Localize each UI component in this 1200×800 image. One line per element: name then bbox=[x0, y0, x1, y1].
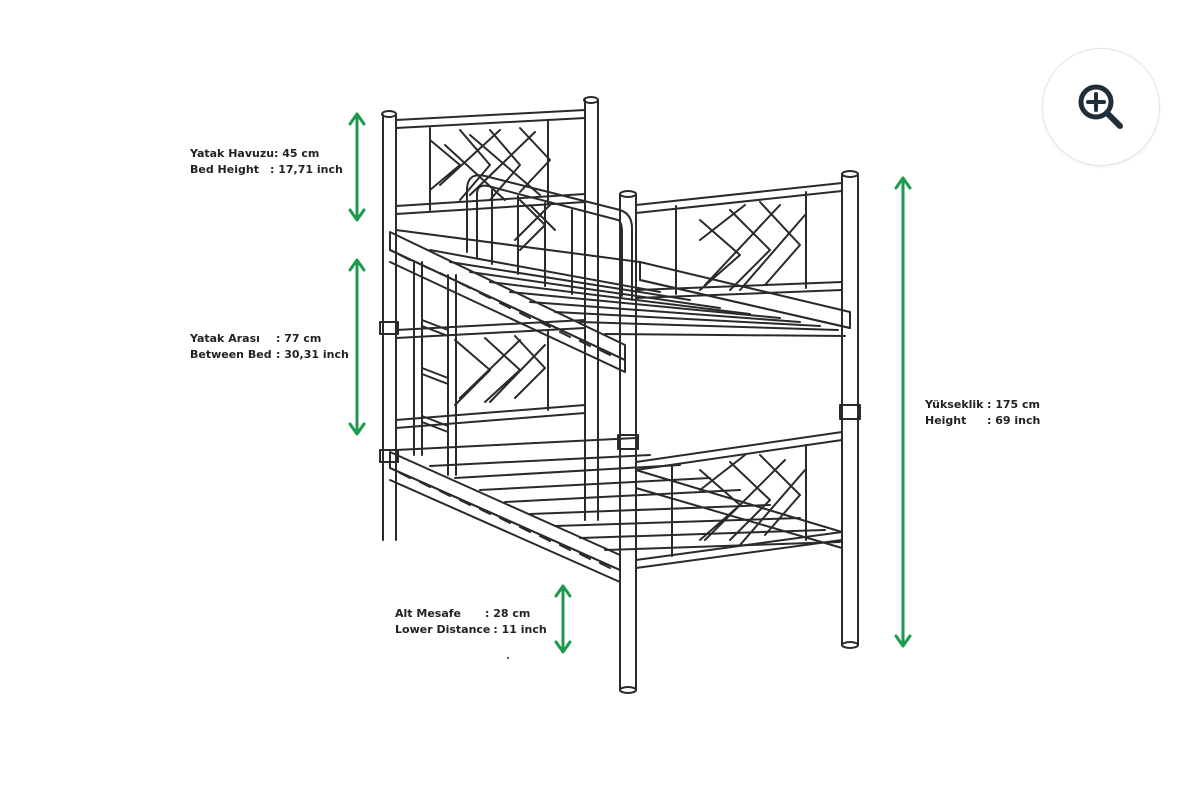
between-bed-en-key: Between Bed bbox=[190, 348, 272, 361]
bed-height-tr-key: Yatak Havuzu bbox=[190, 147, 275, 160]
between-bed-label: Yatak Arası : 77 cm Between Bed : 30,31 in… bbox=[190, 331, 349, 363]
dimension-arrows bbox=[348, 112, 912, 654]
lower-bed-frame bbox=[389, 437, 843, 583]
zoom-in-icon bbox=[1078, 84, 1123, 129]
total-height-label: Yükseklik: 175 cm Height : 69 inch bbox=[925, 397, 1040, 429]
between-bed-en-value: : 30,31 inch bbox=[276, 348, 349, 361]
bed-height-en-key: Bed Height bbox=[190, 163, 259, 176]
bed-height-tr-value: : 45 cm bbox=[274, 147, 320, 160]
zoom-in-button[interactable] bbox=[1042, 48, 1160, 166]
lower-distance-tr-value: : 28 cm bbox=[485, 607, 531, 620]
lower-distance-en-value: : 11 inch bbox=[493, 623, 547, 636]
between-bed-tr-value: : 77 cm bbox=[276, 332, 322, 345]
lower-distance-label: Alt Mesafe : 28 cm Lower Distance: 11 inc… bbox=[395, 606, 547, 638]
lower-distance-tr-key: Alt Mesafe bbox=[395, 607, 461, 620]
front-posts bbox=[379, 170, 861, 694]
total-height-en-key: Height bbox=[925, 414, 967, 427]
ladder bbox=[413, 261, 457, 476]
total-height-tr-key: Yükseklik bbox=[925, 398, 984, 411]
between-bed-tr-key: Yatak Arası bbox=[190, 332, 260, 345]
total-height-tr-value: : 175 cm bbox=[987, 398, 1041, 411]
bed-height-en-value: : 17,71 inch bbox=[270, 163, 343, 176]
total-height-en-value: : 69 inch bbox=[987, 414, 1041, 427]
lower-distance-en-key: Lower Distance bbox=[395, 623, 491, 636]
upper-bed-frame bbox=[389, 174, 851, 373]
bed-height-label: Yatak Havuzu: 45 cm Bed Height : 17,71 in… bbox=[190, 146, 343, 178]
footboard bbox=[635, 182, 843, 569]
